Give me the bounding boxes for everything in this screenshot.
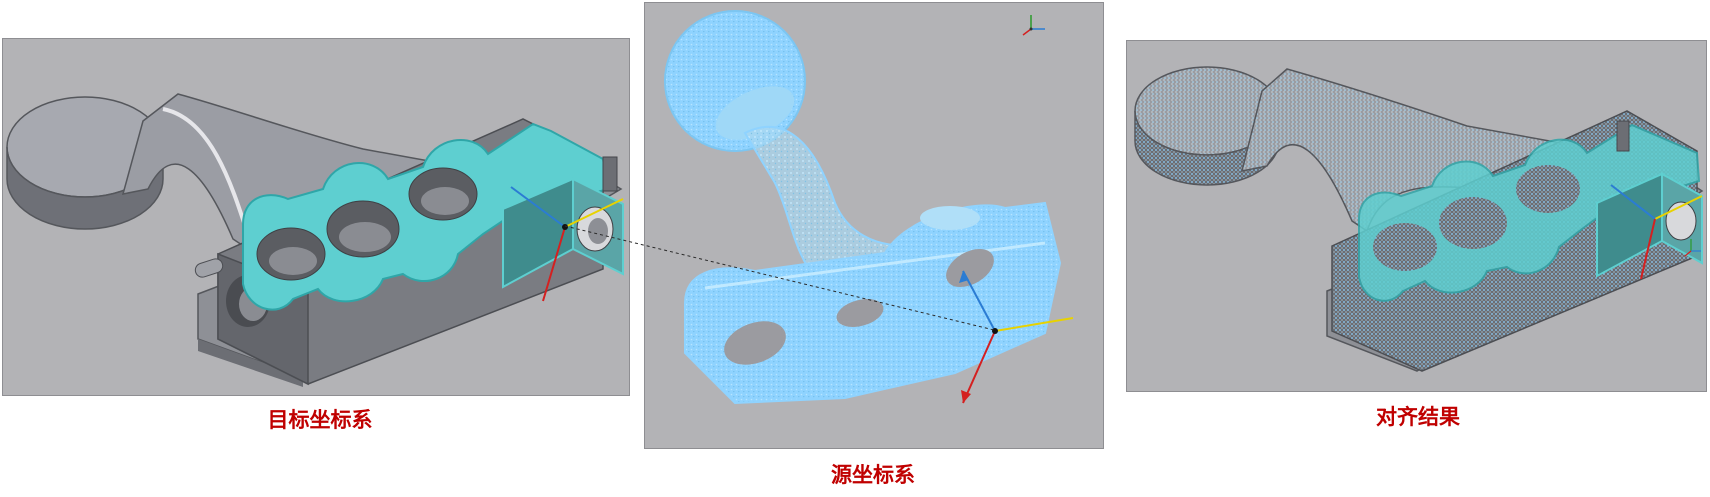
cad-model-render	[6, 93, 624, 387]
xyz-triad-icon	[1022, 15, 1045, 36]
caption-alignment-result: 对齐结果	[1376, 405, 1460, 429]
point-cloud-render	[664, 10, 1074, 405]
caption-target-coordinate-system: 目标坐标系	[267, 408, 373, 432]
aligned-render	[1134, 66, 1704, 372]
caption-source-coordinate-system: 源坐标系	[831, 463, 915, 487]
source-pointcloud-panel	[644, 2, 1104, 449]
target-model-panel	[2, 38, 630, 396]
xyz-triad-icon	[1684, 239, 1701, 257]
alignment-result-panel	[1126, 40, 1707, 392]
